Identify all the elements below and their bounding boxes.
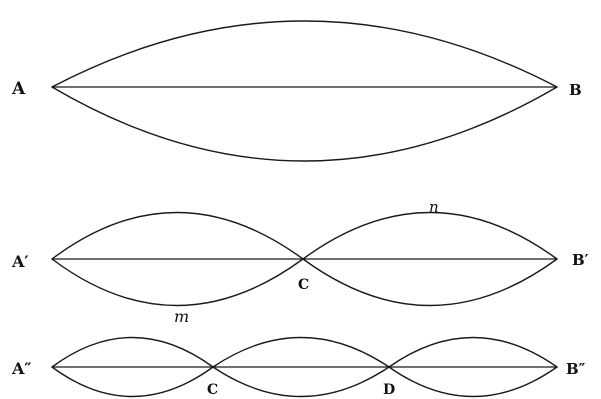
third-loop-2-upper — [212, 336, 390, 368]
third-loop-1-upper — [51, 336, 214, 368]
label-b-double-prime: B″ — [566, 360, 586, 378]
label-node-c-third: C — [207, 382, 218, 398]
label-a-double-prime: A″ — [11, 359, 32, 378]
label-node-d: D — [383, 382, 395, 398]
second-loop-2-upper — [302, 211, 558, 260]
third-loop-1-lower — [51, 366, 214, 398]
label-node-c: C — [298, 277, 309, 293]
label-b-prime: B′ — [572, 251, 589, 269]
fundamental-upper-curve — [51, 20, 558, 88]
fundamental-lower-curve — [51, 86, 558, 162]
second-loop-2-lower — [302, 258, 558, 307]
label-n: n — [429, 198, 439, 216]
second-loop-1-lower — [51, 258, 304, 307]
figure-second-harmonic: A′ B′ C n m — [11, 198, 589, 326]
figure-fundamental: A B — [11, 20, 582, 162]
second-loop-1-upper — [51, 211, 304, 260]
label-m: m — [174, 307, 189, 326]
third-loop-3-lower — [388, 366, 558, 398]
third-loop-2-lower — [212, 366, 390, 398]
label-a: A — [11, 79, 26, 99]
label-b: B — [569, 81, 582, 99]
third-loop-3-upper — [388, 336, 558, 368]
label-a-prime: A′ — [11, 252, 29, 271]
figure-third-harmonic: A″ B″ C D — [11, 336, 586, 398]
